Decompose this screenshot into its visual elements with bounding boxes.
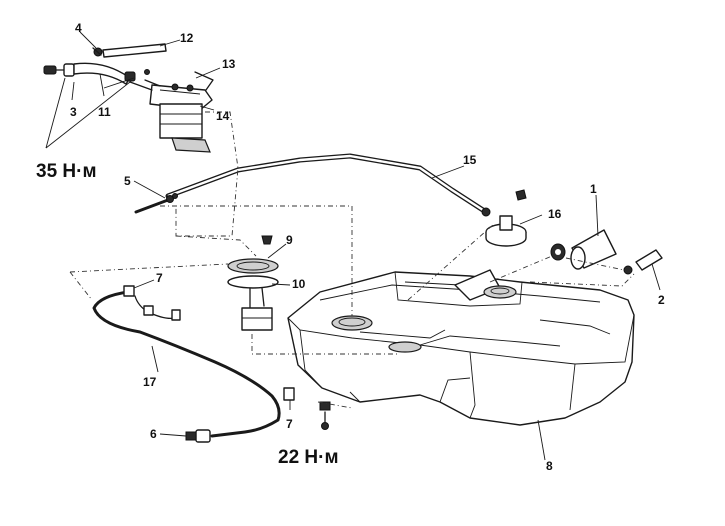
- callout-16: 16: [548, 207, 562, 221]
- assembly-lines: [69, 111, 635, 409]
- callout-2: 2: [658, 293, 665, 307]
- callout-labels: 4 12 13 3 11 14 5 15 1 16 9 10 7 2 17 7 …: [70, 21, 665, 473]
- fuel-pump-module: [129, 69, 214, 153]
- callout-8: 8: [546, 459, 553, 473]
- cap-16: [485, 189, 527, 247]
- filler-neck-1: [550, 229, 617, 270]
- callout-13: 13: [222, 57, 236, 71]
- callout-11: 11: [98, 105, 111, 119]
- vapor-line-15: [165, 153, 491, 217]
- callout-7-top: 7: [156, 271, 163, 285]
- hose-12: [92, 43, 167, 58]
- callout-14: 14: [216, 109, 230, 123]
- callout-1: 1: [590, 182, 597, 196]
- callout-6: 6: [150, 427, 157, 441]
- sender-unit-10: [227, 235, 279, 331]
- torque-lower: 22 Н·м: [278, 447, 339, 468]
- callout-9: 9: [286, 233, 293, 247]
- callout-15: 15: [463, 153, 477, 167]
- callout-10: 10: [292, 277, 306, 291]
- drain-bolt: [319, 401, 331, 430]
- callout-4: 4: [75, 21, 82, 35]
- callout-12: 12: [180, 31, 194, 45]
- callout-5: 5: [124, 174, 131, 188]
- torque-upper: 35 Н·м: [36, 161, 97, 182]
- wire-harness-17: [92, 285, 295, 443]
- leader-lines: [45, 31, 661, 461]
- torque-labels: 35 Н·м 22 Н·м: [36, 161, 339, 468]
- hose-2: [623, 249, 663, 275]
- callout-3: 3: [70, 105, 77, 119]
- callout-7-bottom: 7: [286, 417, 293, 431]
- callout-17: 17: [143, 375, 157, 389]
- bolt-5: [134, 193, 178, 214]
- fuel-tank: [287, 269, 635, 426]
- hose-11: [43, 62, 136, 85]
